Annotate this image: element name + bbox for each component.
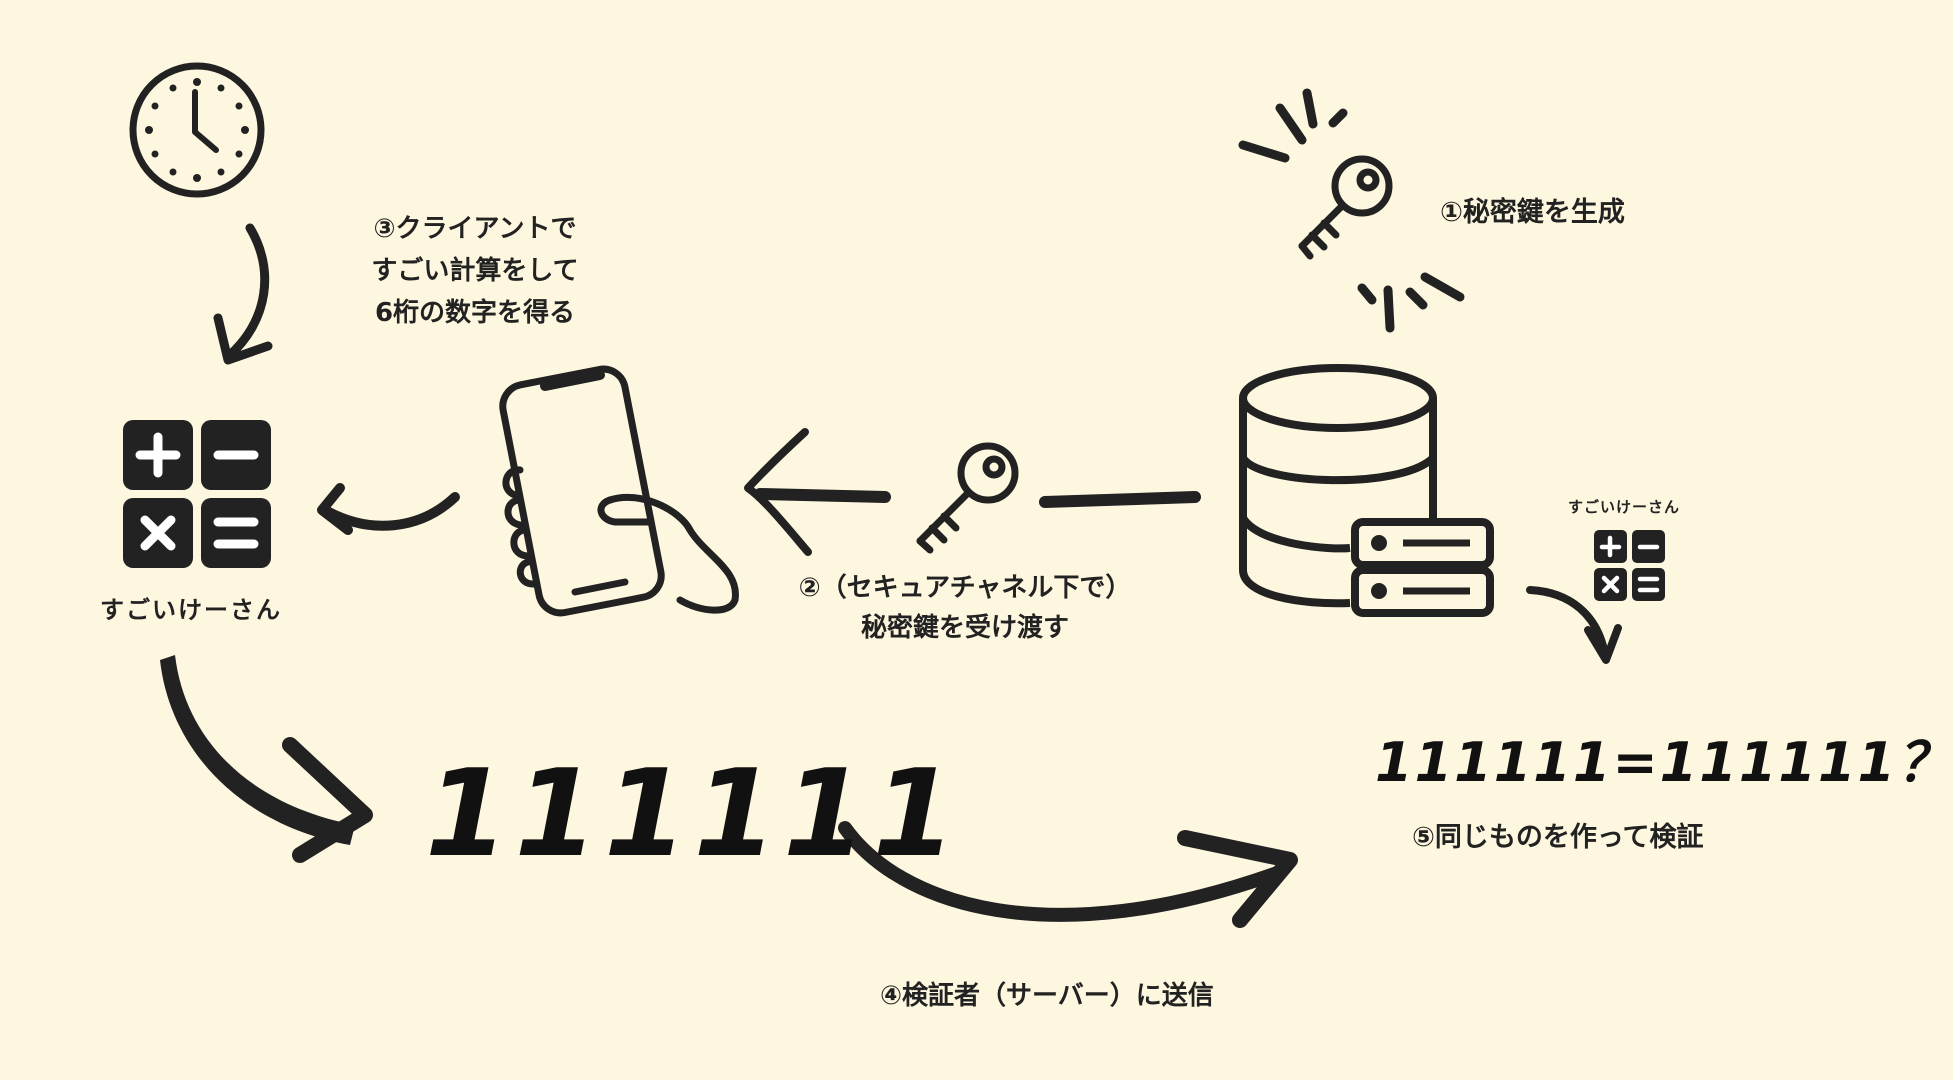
step3-line1: ③クライアントで bbox=[373, 214, 577, 244]
calc-name-small-label: すごいけーさん bbox=[1568, 498, 1681, 516]
clock-icon bbox=[129, 62, 265, 198]
arrow-server-to-compare bbox=[1526, 586, 1622, 664]
step4-label: ④検証者（サーバー）に送信 bbox=[880, 981, 1214, 1011]
arrow-calc-to-otp bbox=[160, 655, 373, 863]
step2-line2: 秘密鍵を受け渡す bbox=[860, 613, 1069, 643]
smartphone-in-hand-icon bbox=[499, 365, 739, 617]
step3-label: ③クライアントで すごい計算をして 6桁の数字を得る bbox=[340, 208, 610, 334]
step2-label: ②（セキュアチャネル下で） 秘密鍵を受け渡す bbox=[770, 568, 1160, 648]
spark-lines bbox=[1238, 88, 1465, 333]
step5-label: ⑤同じものを作って検証 bbox=[1412, 822, 1704, 853]
arrow-otp-to-verifier bbox=[838, 821, 1298, 928]
small-calculator-icon bbox=[1594, 530, 1665, 601]
line-server-to-key bbox=[1039, 491, 1201, 508]
calculator-icon bbox=[123, 420, 271, 568]
otp-number: 111111 bbox=[425, 745, 962, 884]
compare-equation: 111111=111111？ bbox=[1375, 731, 1953, 794]
step3-line2: すごい計算をして bbox=[371, 256, 579, 286]
generated-key-icon bbox=[1298, 155, 1393, 260]
calc-name-label: すごいけーさん bbox=[100, 596, 282, 624]
database-server-icon bbox=[1239, 364, 1494, 617]
arrow-clock-to-calc bbox=[213, 223, 273, 365]
arrow-phone-to-calc bbox=[317, 483, 460, 535]
step1-label: ①秘密鍵を生成 bbox=[1440, 197, 1625, 228]
step3-line3: 6桁の数字を得る bbox=[374, 298, 576, 328]
arrow-key-to-phone bbox=[744, 428, 891, 556]
step2-line1: ②（セキュアチャネル下で） bbox=[798, 573, 1132, 603]
key-icon bbox=[916, 442, 1019, 554]
